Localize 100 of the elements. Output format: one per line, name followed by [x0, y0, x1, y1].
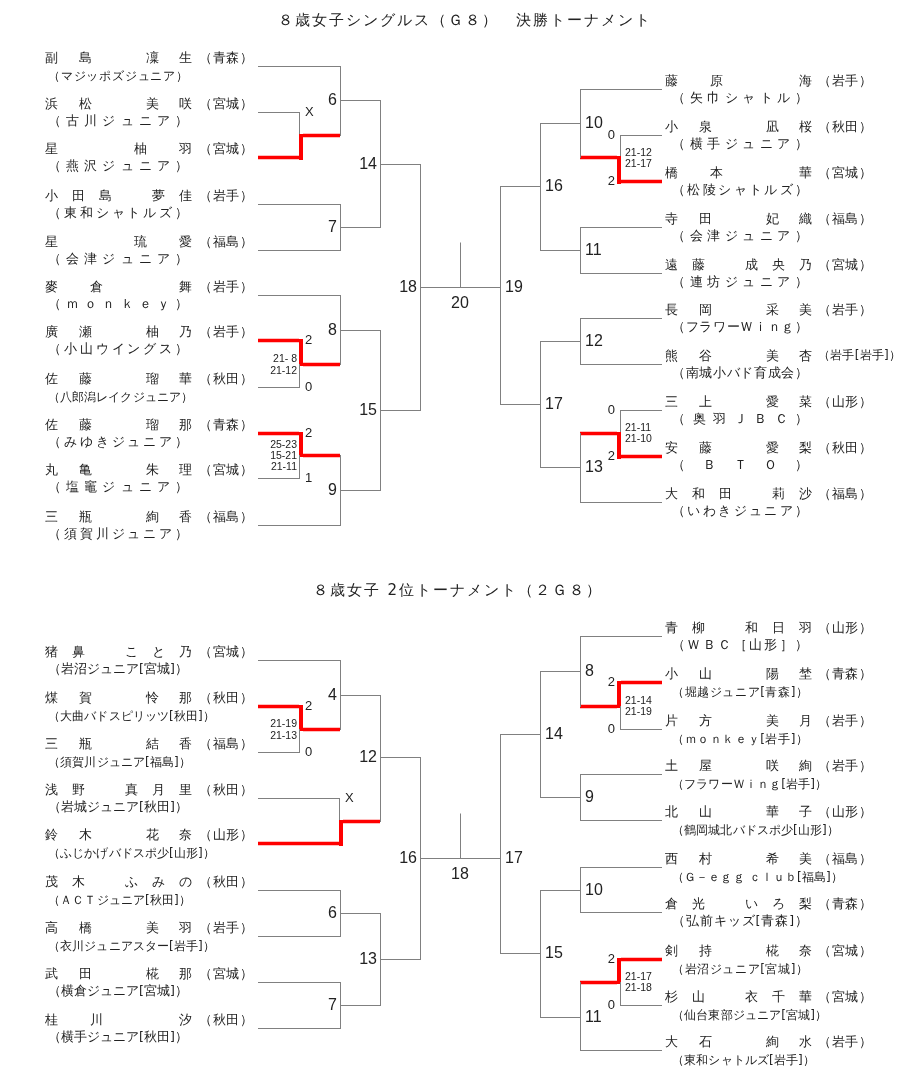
player-name: 煤賀 怜那: [45, 689, 192, 705]
edge-label: 0: [607, 403, 615, 417]
prefecture: （秋田）: [199, 1011, 253, 1027]
club-name: （燕沢ジュニア）: [48, 159, 188, 174]
bracket-bar: [540, 341, 563, 468]
bracket-line: [340, 1005, 381, 1006]
match-number: 4: [328, 686, 337, 704]
bracket-bar: [617, 408, 621, 459]
set-score: 21-17: [625, 157, 652, 169]
winner-line: [621, 680, 662, 685]
prefecture: （秋田）: [199, 781, 253, 797]
bracket-line: [579, 502, 663, 503]
bracket-bar: [500, 734, 523, 954]
club-name: （横手ジュニア[秋田]）: [48, 1030, 188, 1045]
prefecture: （青森）: [199, 416, 253, 432]
bracket-line: [460, 242, 461, 288]
bracket-line: [340, 913, 381, 914]
bracket-line: [579, 820, 663, 821]
match-number: 17: [505, 849, 523, 867]
club-name: （古川ジュニア）: [48, 114, 188, 129]
winner-line: [258, 155, 299, 160]
bracket-bar: [500, 186, 523, 405]
bracket-line: [539, 467, 581, 468]
club-name: （堀越ジュニア[青森]）: [672, 684, 808, 699]
player-name: 倉光 いろ梨: [665, 895, 812, 911]
bracket-bar: [540, 123, 563, 251]
club-name: （須賀川ジュニア[福島]）: [48, 754, 191, 769]
club-name: （衣川ジュニアスター[岩手]）: [48, 938, 215, 953]
bracket-line: [579, 364, 663, 365]
prefecture: （福島）: [199, 735, 253, 751]
match-number: 18: [451, 865, 469, 883]
set-score: 21-11: [270, 460, 297, 472]
player-name: 三瓶 絢香: [45, 508, 192, 524]
bracket-bar: [328, 890, 341, 937]
match-number: 13: [585, 458, 603, 476]
player-name: 杉山 衣千華: [665, 988, 812, 1004]
club-name: （東和シャトルズ[岩手]）: [672, 1052, 815, 1067]
bracket-line: [459, 858, 501, 859]
bracket-bar: [328, 295, 341, 365]
bracket-line: [579, 912, 663, 913]
set-score: 21-10: [625, 432, 652, 444]
match-number: 18: [399, 278, 417, 296]
bracket-bar: [580, 636, 594, 707]
prefecture: （宮城）: [199, 95, 253, 111]
set-score: 21-12: [270, 364, 297, 376]
match-number: 12: [359, 748, 377, 766]
club-name: （みゆきジュニア）: [48, 435, 188, 450]
prefecture: （山形）: [199, 826, 253, 842]
club-name: （フラワーＷｉｎｇ）: [672, 320, 808, 335]
bracket-line: [499, 186, 541, 187]
player-name: 大和田 莉沙: [665, 485, 812, 501]
player-name: 大石 絢水: [665, 1033, 812, 1049]
player-name: 高橋 美羽: [45, 919, 192, 935]
bracket-bar: [328, 66, 341, 136]
edge-label: 2: [305, 426, 313, 440]
prefecture: （宮城）: [818, 256, 872, 272]
bracket-line: [380, 959, 421, 960]
edge-label: 2: [305, 699, 313, 713]
bracket-line: [380, 757, 421, 758]
edge-label: 2: [607, 675, 615, 689]
bracket-line: [539, 797, 581, 798]
match-number: 7: [328, 996, 337, 1014]
club-name: （会津ジュニア）: [672, 229, 808, 244]
player-name: 麥倉 舞: [45, 278, 192, 294]
bracket-bar: [580, 318, 603, 365]
club-name: （奥羽ＪＢＣ）: [672, 412, 808, 427]
bracket-bar: [617, 957, 621, 1008]
match-number: 8: [328, 321, 337, 339]
edge-label: 1: [305, 471, 313, 485]
set-score: 21-17: [625, 970, 652, 982]
bracket-line: [539, 671, 581, 672]
bracket-bar: [359, 100, 381, 228]
tournament-title: ８歳女子 2位トーナメント（２Ｇ８）: [312, 580, 604, 600]
match-number: 14: [545, 725, 563, 743]
player-name: 熊谷 美杏: [665, 347, 812, 363]
club-name: （ＢＴＯ）: [672, 458, 808, 473]
bracket-line: [579, 636, 663, 637]
player-name: 星 柚羽: [45, 140, 192, 156]
bracket-bar: [580, 867, 603, 913]
prefecture: （青森）: [199, 49, 253, 65]
bracket-line: [257, 204, 341, 205]
bracket-line: [499, 404, 541, 405]
player-name: 鈴木 花奈: [45, 826, 192, 842]
club-name: （ＡＣＴジュニア[秋田]）: [48, 892, 191, 907]
set-score: 21-14: [625, 694, 652, 706]
player-name: 西村 希美: [665, 850, 812, 866]
bracket-line: [539, 1017, 581, 1018]
prefecture: （宮城）: [818, 164, 872, 180]
bracket-line: [340, 100, 381, 101]
club-name: （南城小バド育成会）: [672, 366, 808, 381]
match-number: 17: [545, 395, 563, 413]
bracket-line: [579, 89, 663, 90]
edge-label: 0: [607, 128, 615, 142]
prefecture: （秋田）: [199, 689, 253, 705]
player-name: 小泉 凪桜: [665, 118, 812, 134]
club-name: （仙台東部ジュニア[宮城]）: [672, 1007, 827, 1022]
bracket-line: [579, 227, 663, 228]
player-name: 武田 椛那: [45, 965, 192, 981]
player-name: 北山 華子: [665, 803, 812, 819]
match-number: 15: [359, 401, 377, 419]
